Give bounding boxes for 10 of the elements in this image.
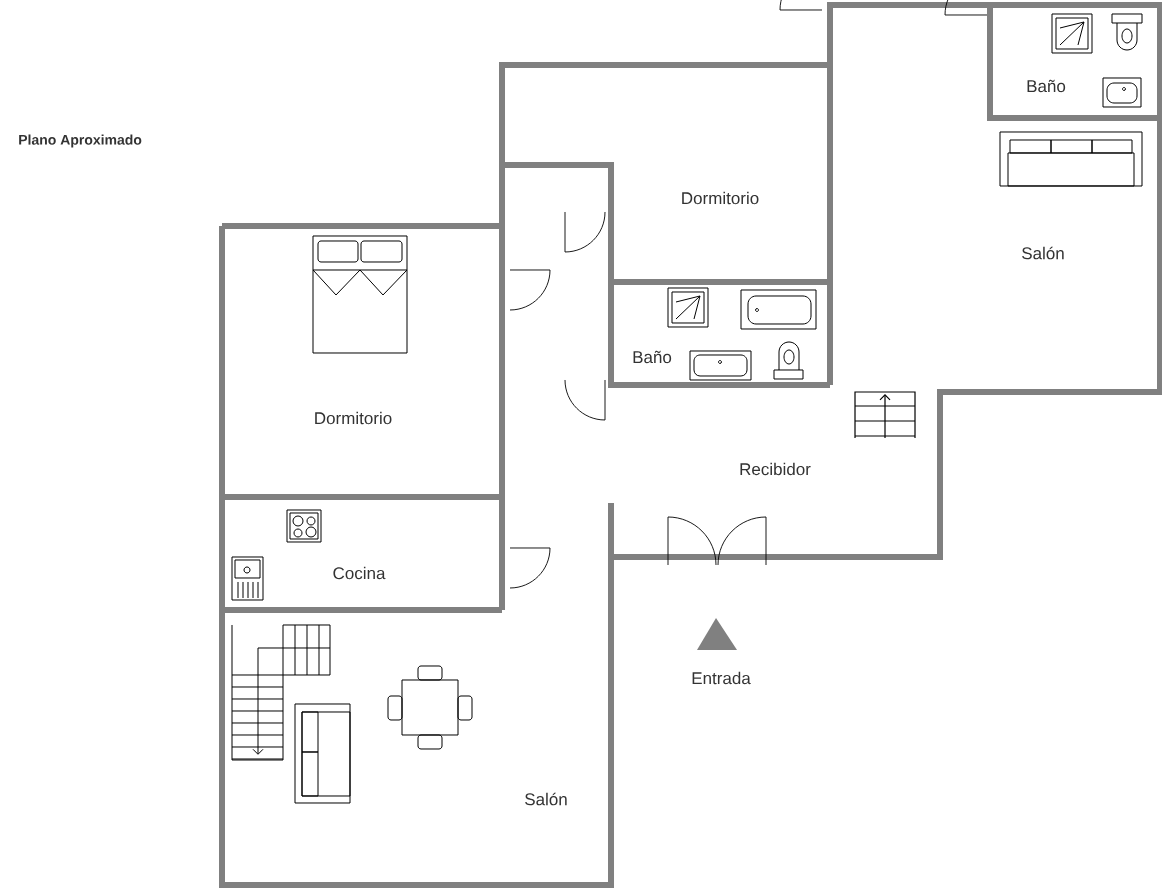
- title: Plano Aproximado: [19, 134, 142, 148]
- room-label: Baño: [633, 350, 672, 364]
- room-label: Dormitorio: [682, 191, 759, 205]
- room-label: Salón: [1022, 246, 1064, 260]
- room-label: Entrada: [692, 671, 751, 685]
- room-label: Cocina: [333, 566, 386, 580]
- room-label: Recibidor: [740, 462, 811, 476]
- room-label: Baño: [1027, 79, 1066, 93]
- room-label: Dormitorio: [315, 411, 392, 425]
- room-label: Salón: [525, 792, 567, 806]
